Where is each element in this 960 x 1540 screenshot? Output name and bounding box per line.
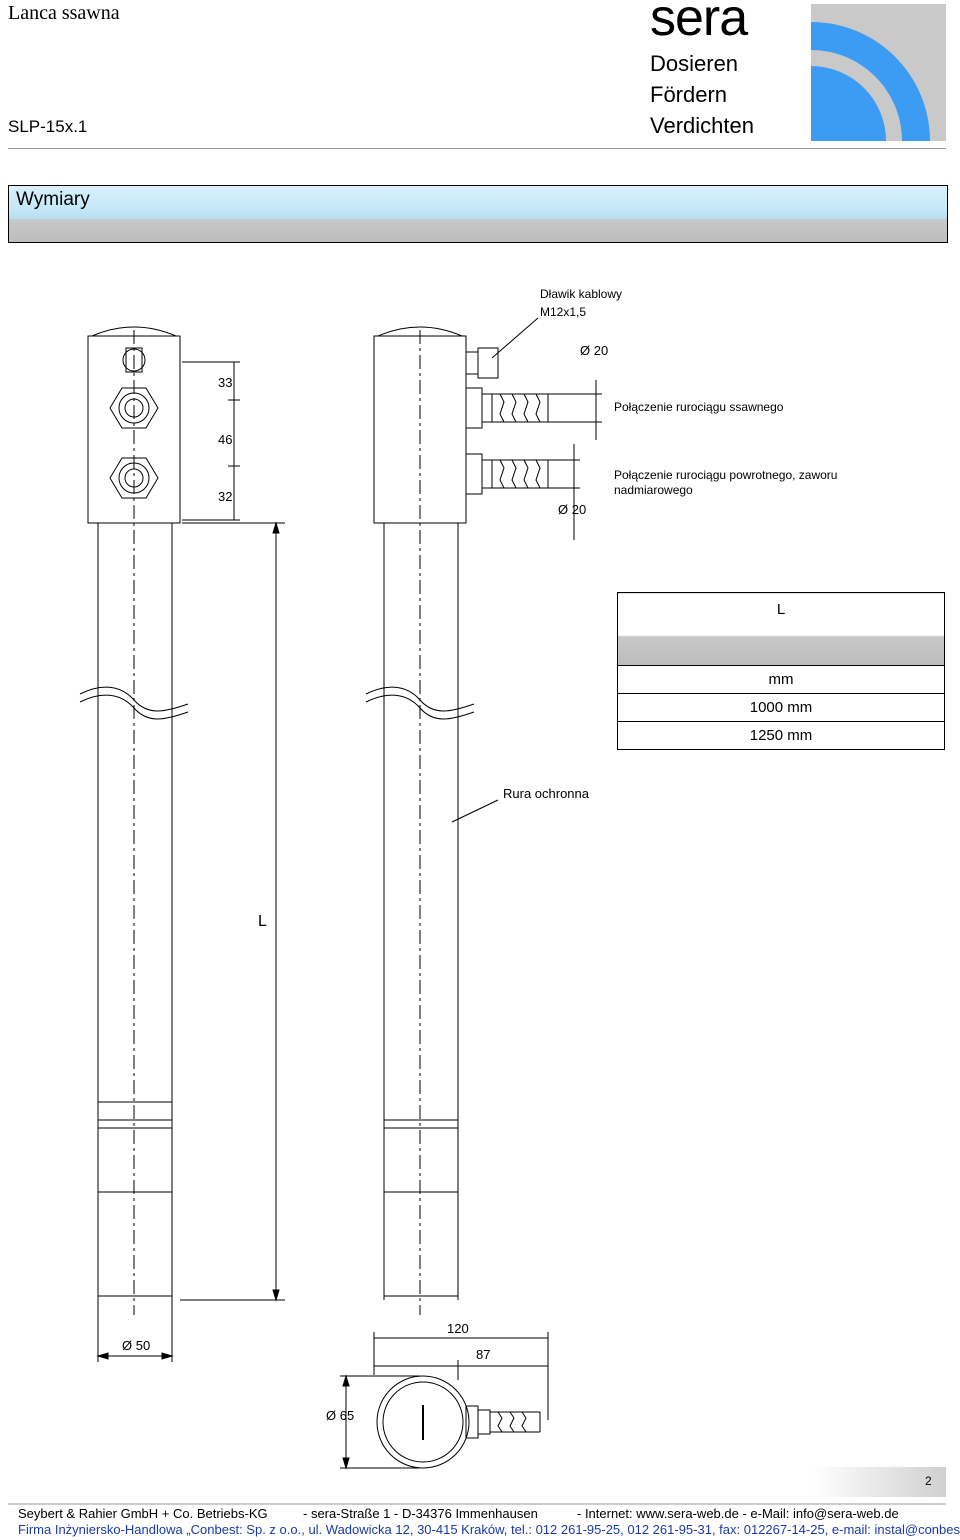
footer-distributor: Firma Inżyniersko-Handlowa „Conbest: Sp.… — [18, 1522, 960, 1537]
page-number: 2 — [925, 1474, 932, 1488]
footer-company: Seybert & Rahier GmbH + Co. Betriebs-KG — [18, 1506, 268, 1521]
section-title: Wymiary — [16, 189, 90, 210]
diameter-65-label: Ø 65 — [326, 1408, 355, 1423]
dimension-120-label: 120 — [447, 1321, 469, 1336]
brand-name: sera — [650, 0, 748, 47]
front-view — [79, 326, 285, 1362]
cable-gland-size-label: M12x1,5 — [540, 305, 587, 319]
footer-address: - sera-Straße 1 - D-34376 Immenhausen — [303, 1506, 538, 1521]
tagline-dosieren: Dosieren — [650, 51, 739, 76]
dimension-32-label: 32 — [218, 489, 233, 504]
return-connection-label: Połączenie rurociągu powrotnego, zaworu — [614, 468, 838, 482]
length-l-label: L — [258, 913, 267, 930]
brand-tagline: Dosieren Fördern Verdichten — [650, 48, 754, 141]
dimension-87-label: 87 — [476, 1347, 491, 1362]
protective-tube-label: Rura ochronna — [503, 786, 589, 801]
suction-connection-label: Połączenie rurociągu ssawnego — [614, 400, 784, 414]
footer-contact: - Internet: www.sera-web.de - e-Mail: in… — [577, 1506, 899, 1521]
diameter-50-label: Ø 50 — [122, 1338, 151, 1353]
return-connection-label-2: nadmiarowego — [614, 483, 693, 497]
tagline-foerdern: Fördern — [650, 82, 728, 107]
cable-gland-label: Dławik kablowy — [540, 287, 623, 301]
table-unit: mm — [617, 665, 945, 694]
length-table: L mm 1000 mm 1250 mm — [617, 592, 945, 750]
table-row: 1250 mm — [617, 721, 945, 750]
dimension-46-label: 46 — [218, 432, 233, 447]
diameter-20-top-label: Ø 20 — [580, 343, 609, 358]
diameter-20-bottom-label: Ø 20 — [558, 502, 587, 517]
header-divider — [8, 148, 946, 149]
dimension-33-label: 33 — [218, 375, 233, 390]
table-row: 1000 mm — [617, 693, 945, 722]
side-view — [365, 317, 602, 1315]
sera-logo-icon — [811, 4, 946, 141]
table-header: L — [617, 592, 945, 666]
document-title: Lanca ssawna — [8, 2, 120, 24]
tagline-verdichten: Verdichten — [650, 113, 754, 138]
product-code: SLP-15x.1 — [8, 117, 88, 136]
section-bar — [8, 185, 948, 243]
page-number-box — [811, 1467, 946, 1497]
top-view — [340, 1332, 549, 1470]
